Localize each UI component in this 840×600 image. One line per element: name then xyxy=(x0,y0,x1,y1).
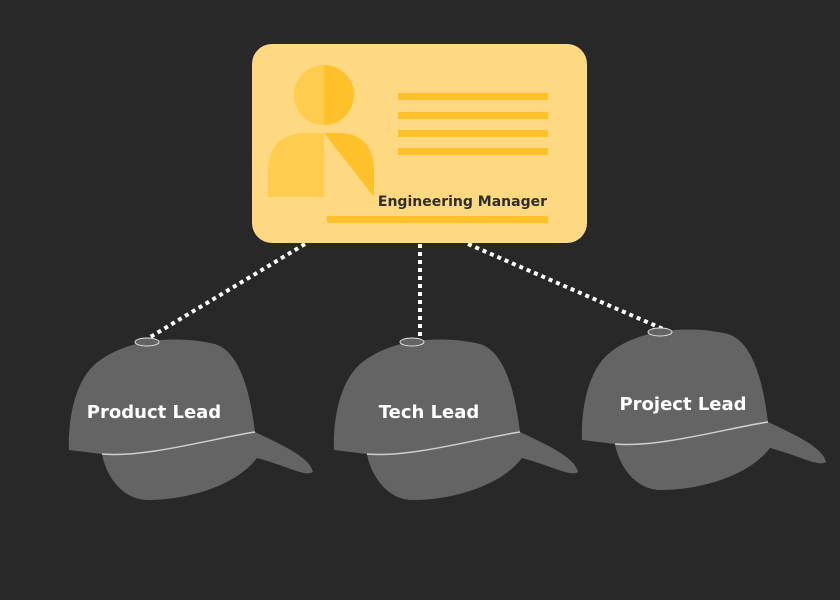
role-label-product-lead: Product Lead xyxy=(86,402,222,423)
manager-title: Engineering Manager xyxy=(377,194,547,210)
cap-icon xyxy=(68,337,313,500)
card-text-lines xyxy=(327,93,548,223)
cap-icon xyxy=(333,337,578,500)
connector-product-lead xyxy=(145,242,307,341)
role-label-tech-lead: Tech Lead xyxy=(378,402,480,423)
connector-project-lead xyxy=(467,242,664,331)
person-icon xyxy=(268,65,548,223)
role-label-project-lead: Project Lead xyxy=(619,394,747,415)
manager-card: Engineering Manager xyxy=(252,44,587,243)
cap-icon xyxy=(581,327,826,490)
